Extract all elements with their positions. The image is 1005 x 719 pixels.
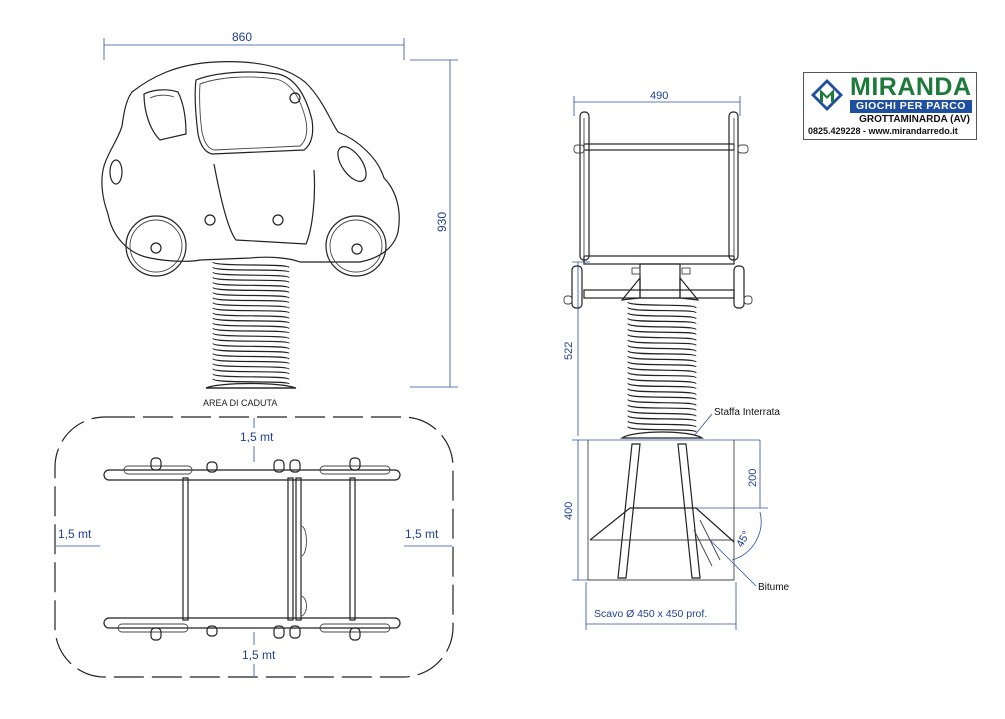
fall-area-title: AREA DI CADUTA bbox=[203, 398, 277, 408]
spring-coil bbox=[627, 409, 697, 422]
spring-coil bbox=[212, 342, 290, 355]
spring-coil bbox=[212, 363, 290, 375]
side-seat-frame bbox=[563, 111, 753, 309]
car-taillight bbox=[109, 159, 123, 185]
car-headlight bbox=[337, 146, 367, 182]
car-bolt bbox=[204, 214, 216, 226]
brand-name: MIRANDA bbox=[850, 73, 972, 101]
miranda-logo: MIRANDA GIOCHI PER PARCO GROTTAMINARDA (… bbox=[803, 72, 977, 140]
top-view-knobs bbox=[150, 457, 361, 641]
spring-coil bbox=[212, 373, 290, 385]
foundation bbox=[587, 440, 735, 581]
fall-area-right-label: 1,5 mt bbox=[405, 527, 439, 541]
dim-width-860: 860 bbox=[103, 30, 405, 60]
car-wheel-front bbox=[325, 215, 387, 277]
miranda-emblem-icon bbox=[811, 79, 843, 111]
dim-930-label: 930 bbox=[435, 212, 449, 232]
fall-area-bottom-label: 1,5 mt bbox=[242, 648, 276, 662]
dim-860-label: 860 bbox=[232, 30, 252, 44]
dim-522-label: 522 bbox=[563, 342, 575, 360]
dim-angle-label: 45° bbox=[734, 529, 753, 549]
front-view: 860 930 bbox=[101, 30, 458, 389]
side-spring bbox=[627, 301, 697, 433]
fall-area: AREA DI CADUTA 1,5 mt 1,5 mt 1,5 mt 1,5 … bbox=[54, 398, 454, 678]
fall-area-boundary bbox=[54, 416, 454, 678]
foundation-leg bbox=[617, 443, 641, 579]
dim-200-label: 200 bbox=[747, 469, 759, 487]
spring-coil bbox=[212, 332, 290, 344]
car-door-line bbox=[213, 163, 316, 245]
spring-coil bbox=[627, 398, 697, 411]
top-view-frame bbox=[103, 457, 401, 641]
car-bolt bbox=[272, 214, 284, 226]
fall-area-left-label: 1,5 mt bbox=[58, 527, 92, 541]
spring-coil bbox=[627, 344, 697, 357]
bitumen-label: Bitume bbox=[758, 582, 790, 593]
dim-width-490: 490 bbox=[573, 90, 741, 116]
spring-coil bbox=[212, 322, 290, 334]
car-window bbox=[194, 71, 314, 155]
bracket-label: Staffa Interrata bbox=[714, 407, 780, 418]
spring-coil bbox=[627, 355, 697, 368]
dim-height-930: 930 bbox=[410, 59, 458, 388]
spring-coil bbox=[212, 291, 290, 304]
spring-coil bbox=[212, 352, 290, 365]
spring-coil bbox=[627, 366, 697, 379]
dim-foundation-400: 400 bbox=[563, 439, 760, 581]
dim-excavation: Scavo Ø 450 x 450 prof. bbox=[585, 582, 737, 630]
spring-coil bbox=[212, 261, 290, 273]
side-spring-base bbox=[620, 431, 704, 439]
spring-coil bbox=[627, 388, 697, 401]
side-view: 490 522 400 200 45° bbox=[563, 90, 790, 630]
spring-coil bbox=[627, 377, 697, 390]
brand-tagline: GIOCHI PER PARCO bbox=[850, 100, 972, 113]
spring-coil bbox=[627, 420, 697, 433]
spring-coil bbox=[627, 323, 697, 336]
spring-coil bbox=[627, 312, 697, 325]
spring-coil bbox=[627, 301, 697, 314]
dim-depth-200: 200 bbox=[696, 440, 768, 509]
excavation-label: Scavo Ø 450 x 450 prof. bbox=[594, 608, 707, 620]
dim-angle-45: 45° bbox=[731, 511, 762, 561]
spring-coil bbox=[212, 302, 290, 314]
car-bolt bbox=[289, 92, 301, 104]
brand-city: GROTTAMINARDA (AV) bbox=[859, 114, 970, 125]
foundation-leg bbox=[677, 443, 701, 579]
spring-coil bbox=[212, 271, 290, 283]
spring-coil bbox=[212, 312, 290, 324]
dim-spring-522: 522 bbox=[563, 261, 590, 436]
spring-coil bbox=[627, 333, 697, 346]
fall-area-top-label: 1,5 mt bbox=[240, 430, 274, 444]
dim-400-label: 400 bbox=[563, 502, 575, 520]
brand-contact: 0825.429228 - www.mirandarredo.it bbox=[808, 126, 958, 136]
car-wheel-rear bbox=[125, 215, 187, 277]
front-spring bbox=[212, 261, 290, 385]
dim-490-label: 490 bbox=[650, 90, 668, 102]
spring-coil bbox=[212, 281, 290, 294]
front-spring-base bbox=[205, 382, 297, 389]
car-body bbox=[101, 61, 400, 277]
